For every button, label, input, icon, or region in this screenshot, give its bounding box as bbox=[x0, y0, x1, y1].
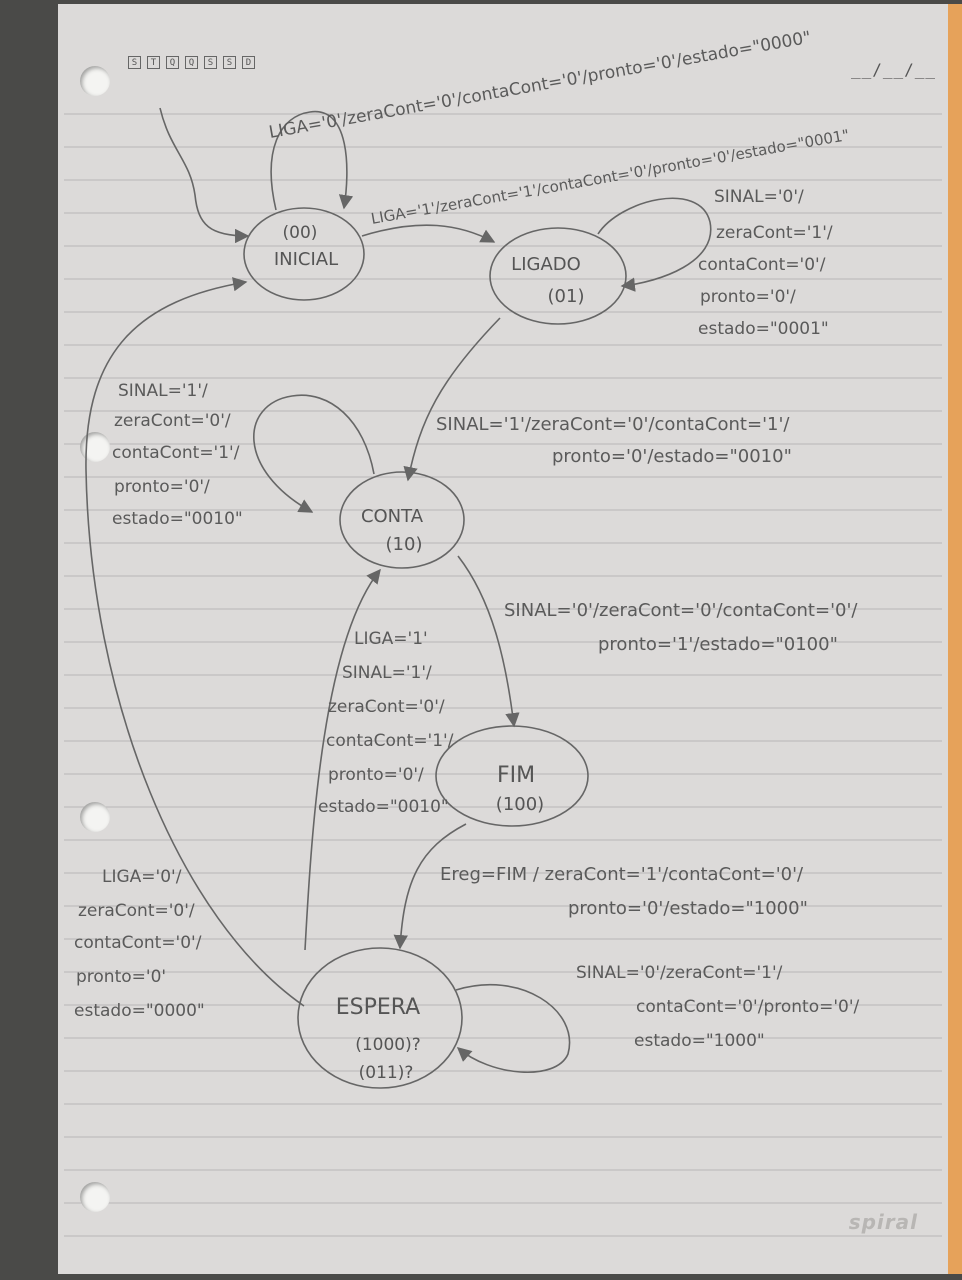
svg-text:zeraCont='0'/: zeraCont='0'/ bbox=[114, 411, 231, 431]
label-conta-fim-1: SINAL='0'/zeraCont='0'/contaCont='0'/ bbox=[504, 600, 858, 621]
transition-espera-conta bbox=[304, 568, 381, 951]
state-code: (1000)? bbox=[355, 1035, 421, 1055]
label-ligado-conta-2: pronto='0'/estado="0010" bbox=[552, 446, 792, 467]
label-conta-fim-2: pronto='1'/estado="0100" bbox=[598, 634, 838, 655]
notebook-page: S T Q Q S S D __/__/__ spiral bbox=[58, 4, 962, 1274]
svg-text:estado="0001": estado="0001" bbox=[698, 319, 829, 339]
state-espera: ESPERA (1000)? (011)? bbox=[297, 947, 463, 1089]
state-name: INICIAL bbox=[274, 249, 338, 270]
transition-conta-fim bbox=[457, 555, 520, 728]
state-code: (01) bbox=[548, 286, 585, 307]
binder-hole bbox=[80, 802, 110, 832]
state-inicial: (00) INICIAL bbox=[243, 207, 365, 301]
weekday-box: S bbox=[128, 56, 141, 69]
svg-text:contaCont='0'/: contaCont='0'/ bbox=[74, 933, 202, 953]
transition-ligado-loop bbox=[597, 197, 712, 292]
svg-text:pronto='0'/: pronto='0'/ bbox=[328, 765, 424, 785]
transition-inicial-ligado bbox=[361, 224, 496, 243]
state-name: ESPERA bbox=[336, 995, 420, 1020]
label-ligado-conta-1: SINAL='1'/zeraCont='0'/contaCont='1'/ bbox=[436, 414, 790, 435]
svg-text:zeraCont='0'/: zeraCont='0'/ bbox=[328, 697, 445, 717]
svg-text:LIGA='0'/: LIGA='0'/ bbox=[102, 867, 182, 887]
binder-hole bbox=[80, 432, 110, 462]
ruled-lines bbox=[64, 113, 942, 1237]
label-espera-conta: LIGA='1' SINAL='1'/ zeraCont='0'/ contaC… bbox=[318, 629, 454, 817]
state-name: LIGADO bbox=[511, 254, 581, 275]
brand-logo: spiral bbox=[848, 1210, 918, 1234]
svg-text:SINAL='1'/: SINAL='1'/ bbox=[342, 663, 432, 683]
label-inicial-ligado: LIGA='1'/zeraCont='1'/contaCont='0'/pron… bbox=[370, 126, 851, 228]
svg-text:zeraCont='0'/: zeraCont='0'/ bbox=[78, 901, 195, 921]
state-ligado: LIGADO (01) bbox=[489, 227, 627, 325]
svg-text:pronto='0'/: pronto='0'/ bbox=[114, 477, 210, 497]
svg-text:estado="0010": estado="0010" bbox=[318, 797, 449, 817]
svg-text:estado="1000": estado="1000" bbox=[634, 1031, 765, 1051]
weekday-box: Q bbox=[166, 56, 179, 69]
state-code: (00) bbox=[283, 223, 318, 243]
label-fim-espera-2: pronto='0'/estado="1000" bbox=[568, 898, 808, 919]
state-fim: FIM (100) bbox=[435, 725, 589, 827]
transition-espera-inicial bbox=[85, 277, 305, 1007]
svg-text:LIGA='1': LIGA='1' bbox=[354, 629, 428, 649]
label-espera-loop: SINAL='0'/zeraCont='1'/ contaCont='0'/pr… bbox=[576, 963, 860, 1051]
transition-fim-espera bbox=[393, 823, 467, 950]
transition-conta-loop bbox=[253, 394, 375, 513]
weekday-boxes: S T Q Q S S D bbox=[128, 56, 255, 69]
state-name: FIM bbox=[497, 763, 535, 788]
weekday-box: S bbox=[204, 56, 217, 69]
state-code: (011)? bbox=[359, 1063, 414, 1083]
state-code: (100) bbox=[496, 794, 544, 815]
state-name: CONTA bbox=[361, 506, 424, 527]
transition-inicial-loop bbox=[270, 111, 354, 211]
svg-text:SINAL='1'/: SINAL='1'/ bbox=[118, 381, 208, 401]
binder-hole bbox=[80, 66, 110, 96]
svg-text:SINAL='0'/: SINAL='0'/ bbox=[714, 187, 804, 207]
label-fim-espera-1: Ereg=FIM / zeraCont='1'/contaCont='0'/ bbox=[440, 864, 804, 885]
weekday-box: S bbox=[223, 56, 236, 69]
svg-text:pronto='0'/: pronto='0'/ bbox=[700, 287, 796, 307]
weekday-box: D bbox=[242, 56, 255, 69]
transition-espera-loop bbox=[455, 984, 571, 1073]
label-espera-inicial: LIGA='0'/ zeraCont='0'/ contaCont='0'/ p… bbox=[74, 867, 205, 1021]
label-ligado-loop: SINAL='0'/ zeraCont='1'/ contaCont='0'/ … bbox=[698, 187, 833, 339]
label-inicial-loop: LIGA='0'/zeraCont='0'/contaCont='0'/pron… bbox=[267, 28, 812, 143]
state-code: (10) bbox=[386, 534, 423, 555]
binder-hole bbox=[80, 1182, 110, 1212]
svg-text:estado="0000": estado="0000" bbox=[74, 1001, 205, 1021]
svg-text:zeraCont='1'/: zeraCont='1'/ bbox=[716, 223, 833, 243]
weekday-box: Q bbox=[185, 56, 198, 69]
svg-text:contaCont='0'/: contaCont='0'/ bbox=[698, 255, 826, 275]
svg-text:contaCont='0'/pronto='0'/: contaCont='0'/pronto='0'/ bbox=[636, 997, 860, 1017]
svg-text:estado="0010": estado="0010" bbox=[112, 509, 243, 529]
transition-ligado-conta bbox=[403, 317, 501, 482]
state-conta: CONTA (10) bbox=[339, 471, 465, 569]
svg-text:contaCont='1'/: contaCont='1'/ bbox=[112, 443, 240, 463]
svg-text:contaCont='1'/: contaCont='1'/ bbox=[326, 731, 454, 751]
date-field: __/__/__ bbox=[850, 60, 936, 79]
initial-arrow bbox=[159, 107, 250, 244]
weekday-box: T bbox=[147, 56, 160, 69]
label-conta-loop: SINAL='1'/ zeraCont='0'/ contaCont='1'/ … bbox=[112, 381, 243, 529]
svg-text:SINAL='0'/zeraCont='1'/: SINAL='0'/zeraCont='1'/ bbox=[576, 963, 783, 983]
svg-text:pronto='0': pronto='0' bbox=[76, 967, 166, 987]
